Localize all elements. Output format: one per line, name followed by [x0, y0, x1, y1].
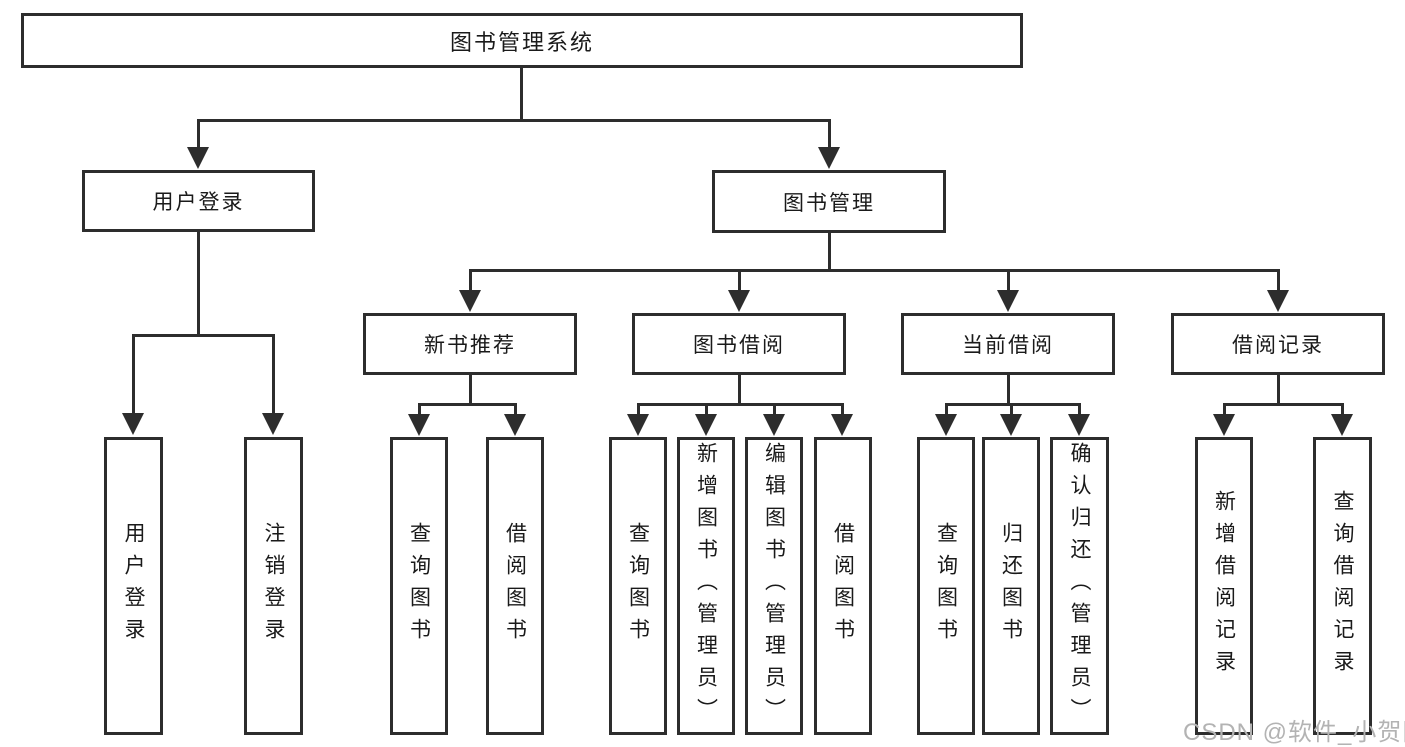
leaf-confirm-return-admin: 确认归还（管理员） — [1050, 437, 1109, 735]
arrowhead-down-icon — [122, 413, 144, 435]
leaf-query-books-recommend: 查询图书 — [390, 437, 448, 735]
connector — [841, 403, 844, 414]
connector — [1341, 403, 1344, 414]
node-current-borrow: 当前借阅 — [901, 313, 1115, 375]
arrowhead-down-icon — [408, 414, 430, 436]
arrowhead-down-icon — [831, 414, 853, 436]
arrowhead-down-icon — [1000, 414, 1022, 436]
connector — [637, 403, 844, 406]
leaf-return-books: 归还图书 — [982, 437, 1040, 735]
leaf-add-books-admin: 新增图书（管理员） — [677, 437, 735, 735]
arrowhead-down-icon — [459, 290, 481, 312]
connector — [828, 119, 831, 148]
connector — [132, 334, 135, 413]
node-book-management: 图书管理 — [712, 170, 946, 233]
leaf-query-books-borrow: 查询图书 — [609, 437, 667, 735]
leaf-borrow-books: 借阅图书 — [814, 437, 872, 735]
connector — [773, 403, 776, 414]
arrowhead-down-icon — [818, 147, 840, 169]
leaf-edit-books-admin: 编辑图书（管理员） — [745, 437, 803, 735]
connector — [1007, 375, 1010, 406]
connector — [1007, 269, 1010, 291]
connector — [1277, 269, 1280, 291]
node-book-borrow: 图书借阅 — [632, 313, 846, 375]
leaf-logout: 注销登录 — [244, 437, 303, 735]
arrowhead-down-icon — [1267, 290, 1289, 312]
connector — [1277, 375, 1280, 406]
connector — [132, 334, 275, 337]
connector — [514, 403, 517, 414]
connector — [705, 403, 708, 414]
connector — [469, 269, 1280, 272]
arrowhead-down-icon — [262, 413, 284, 435]
connector — [637, 403, 640, 414]
arrowhead-down-icon — [504, 414, 526, 436]
connector — [1223, 403, 1343, 406]
arrowhead-down-icon — [763, 414, 785, 436]
connector — [469, 375, 472, 406]
connector — [197, 232, 200, 337]
connector — [520, 68, 523, 120]
node-root-system: 图书管理系统 — [21, 13, 1023, 68]
connector — [1078, 403, 1081, 414]
connector — [738, 269, 741, 291]
arrowhead-down-icon — [935, 414, 957, 436]
connector — [197, 119, 200, 148]
leaf-borrow-books-recommend: 借阅图书 — [486, 437, 544, 735]
arrowhead-down-icon — [1213, 414, 1235, 436]
leaf-query-books-current: 查询图书 — [917, 437, 975, 735]
arrowhead-down-icon — [997, 290, 1019, 312]
connector — [272, 334, 275, 413]
connector — [418, 403, 421, 414]
leaf-user-login: 用户登录 — [104, 437, 163, 735]
arrowhead-down-icon — [1331, 414, 1353, 436]
csdn-watermark: CSDN @软件_小贺同学 — [1183, 719, 1405, 746]
leaf-query-borrow-record: 查询借阅记录 — [1313, 437, 1372, 735]
connector — [418, 403, 517, 406]
arrowhead-down-icon — [1068, 414, 1090, 436]
connector — [738, 375, 741, 406]
connector — [1223, 403, 1226, 414]
arrowhead-down-icon — [728, 290, 750, 312]
node-borrow-records: 借阅记录 — [1171, 313, 1385, 375]
connector — [828, 233, 831, 272]
connector — [945, 403, 948, 414]
arrowhead-down-icon — [627, 414, 649, 436]
connector — [469, 269, 472, 291]
node-new-book-recommend: 新书推荐 — [363, 313, 577, 375]
node-user-login: 用户登录 — [82, 170, 315, 232]
leaf-add-borrow-record: 新增借阅记录 — [1195, 437, 1253, 735]
arrowhead-down-icon — [695, 414, 717, 436]
connector — [1010, 403, 1013, 414]
arrowhead-down-icon — [187, 147, 209, 169]
connector — [197, 119, 831, 122]
